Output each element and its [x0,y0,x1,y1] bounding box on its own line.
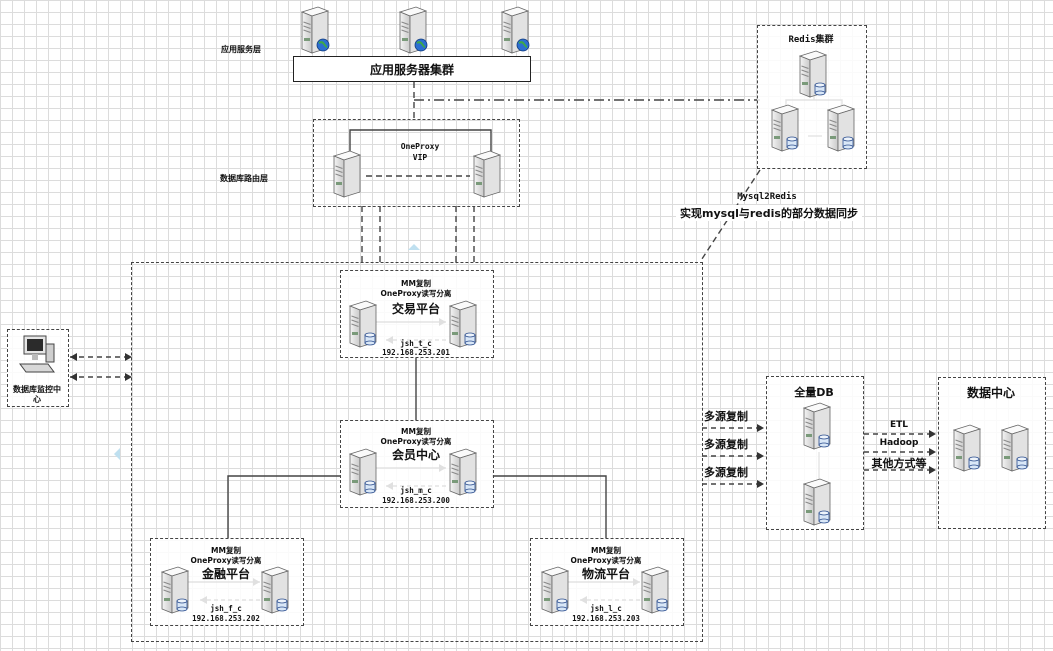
app-server-2 [396,6,430,54]
hadoop-label: Hadoop [879,438,919,448]
other-label: 其他方式等 [871,457,927,470]
computer-icon [19,335,55,373]
redis-node-1 [768,104,802,152]
logistics-name: 物流平台 [581,567,630,581]
server-icon [330,150,364,198]
member-ip: 192.168.253.200 [382,496,450,505]
logistics-db: jsh_l_c [590,604,622,613]
globe-icon [414,38,428,52]
etl-label: ETL [889,420,909,430]
database-icon [842,136,854,150]
trade-ip: 192.168.253.201 [382,348,450,357]
db-zone-box [131,262,703,642]
app-server-3 [498,6,532,54]
database-icon [1016,456,1028,470]
trade-mm: MM复制 [401,279,431,288]
app-server-1 [298,6,332,54]
router-box [313,119,520,207]
database-icon [968,456,980,470]
member-name: 会员中心 [391,448,440,462]
finance-ip: 192.168.253.202 [192,614,260,623]
globe-icon [316,38,330,52]
server-icon [470,150,504,198]
app-layer-label: 应用服务层 [221,45,261,54]
logistics-ip: 192.168.253.203 [572,614,640,623]
sync-label-line1: Mysql2Redis [737,192,797,202]
replication-label-3: 多源复制 [704,466,748,479]
redis-node-master [796,50,830,98]
logistics-mm: MM复制 [591,546,621,555]
proxy-server-left [330,150,364,198]
replication-label-1: 多源复制 [704,410,748,423]
datacenter-server-1 [950,424,984,472]
globe-icon [516,38,530,52]
router-layer-label: 数据库路由层 [220,174,268,183]
database-icon [786,136,798,150]
app-cluster-label: 应用服务器集群 [369,62,454,77]
database-icon [814,82,826,96]
trade-name: 交易平台 [391,302,440,316]
fulldb-server-2 [800,478,834,526]
replication-label-2: 多源复制 [704,438,748,451]
sync-label-line2: 实现mysql与redis的部分数据同步 [676,205,862,221]
redis-title: Redis集群 [788,35,834,45]
member-proxy: OneProxy读写分离 [380,437,452,446]
finance-name: 金融平台 [201,567,250,581]
fulldb-server-1 [800,402,834,450]
database-icon [818,510,830,524]
redis-node-2 [824,104,858,152]
member-db: jsh_m_c [400,486,432,495]
datacenter-title: 数据中心 [966,386,1015,400]
monitor-label: 数据库监控中心 [13,385,61,404]
finance-mm: MM复制 [211,546,241,555]
member-mm: MM复制 [401,427,431,436]
proxy-server-right [470,150,504,198]
trade-proxy: OneProxy读写分离 [380,289,452,298]
logistics-proxy: OneProxy读写分离 [570,556,642,565]
datacenter-server-2 [998,424,1032,472]
app-cluster-bar: 应用服务器集群 [293,56,531,82]
fulldb-title: 全量DB [794,386,834,399]
finance-db: jsh_f_c [210,604,242,613]
finance-proxy: OneProxy读写分离 [190,556,262,565]
vip-label: VIP [412,153,428,162]
oneproxy-label: OneProxy [400,142,440,151]
database-icon [818,434,830,448]
trade-db: jsh_t_c [400,339,432,348]
